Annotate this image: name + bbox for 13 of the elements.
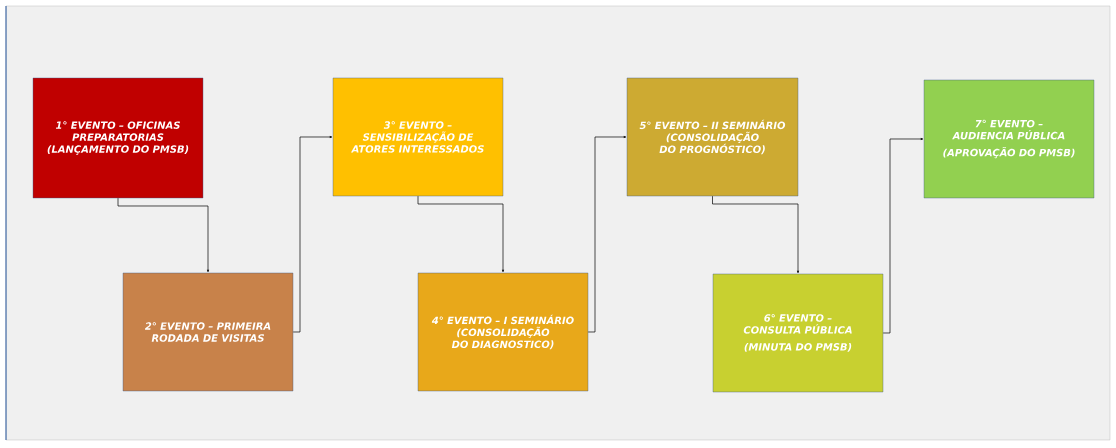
connector-arrow	[417, 195, 505, 273]
event-box: 7° EVENTO – AUDIENCIA PÚBLICA (APROVAÇÃO DO PMSB)	[923, 79, 1095, 199]
event-box: 4° EVENTO – I SEMINÁRIO (CONSOLIDAÇÃO DO DIAGNOSTICO)	[417, 272, 589, 392]
connector-arrow	[882, 137, 924, 334]
event-box: 2° EVENTO – PRIMEIRA RODADA DE VISITAS	[122, 272, 294, 392]
event-box: 1° EVENTO – OFICINAS PREPARATORIAS (LANÇAMENTO DO PMSB)	[32, 77, 204, 199]
event-box: 3° EVENTO – SENSIBILIZAÇÃO DE ATORES INTERESSADOS	[332, 77, 504, 197]
event-box: 6° EVENTO – CONSULTA PÚBLICA (MINUTA DO PMSB)	[712, 273, 884, 393]
connector-arrow	[117, 197, 210, 273]
event-box: 5° EVENTO – II SEMINÁRIO (CONSOLIDAÇÃO DO PROGNÓSTICO)	[626, 77, 799, 197]
connector-arrow	[712, 195, 800, 274]
connector-arrow	[587, 135, 627, 333]
connector-arrow	[292, 135, 333, 333]
